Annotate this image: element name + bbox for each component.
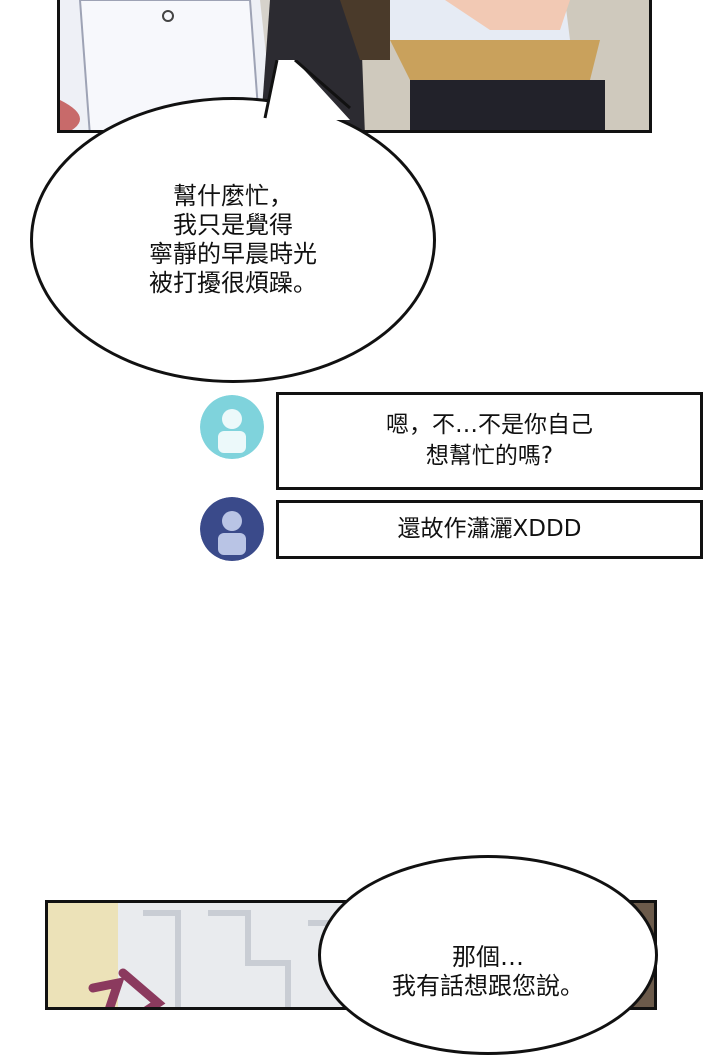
bubble-line: 那個… xyxy=(452,943,524,971)
speech-bubble-main: 幫什麼忙， 我只是覺得 寧靜的早晨時光 被打擾很煩躁。 xyxy=(30,97,436,383)
comment-line: 嗯，不…不是你自己 xyxy=(386,412,593,438)
bubble-line: 寧靜的早晨時光 xyxy=(149,240,317,268)
user-avatar-icon xyxy=(200,395,264,459)
speech-bubble-text: 那個… 我有話想跟您說。 xyxy=(392,943,584,1001)
comment-box: 還故作瀟灑XDDD xyxy=(276,500,703,559)
comment-line: 想幫忙的嗎? xyxy=(425,443,554,469)
comment-text: 還故作瀟灑XDDD xyxy=(398,514,582,545)
comment-line: 還故作瀟灑XDDD xyxy=(397,516,582,542)
speech-bubble-tail xyxy=(263,60,351,120)
bubble-line: 幫什麼忙， xyxy=(173,182,293,210)
bubble-line: 被打擾很煩躁。 xyxy=(149,269,317,297)
speech-bubble-text: 幫什麼忙， 我只是覺得 寧靜的早晨時光 被打擾很煩躁。 xyxy=(149,182,317,298)
speech-bubble-bottom: 那個… 我有話想跟您說。 xyxy=(318,855,658,1055)
comment-text: 嗯，不…不是你自己 想幫忙的嗎? xyxy=(386,410,593,472)
comment-avatar xyxy=(200,497,264,561)
bubble-line: 我只是覺得 xyxy=(173,211,293,239)
user-avatar-icon xyxy=(200,497,264,561)
comment-avatar xyxy=(200,395,264,459)
comment-box: 嗯，不…不是你自己 想幫忙的嗎? xyxy=(276,392,703,490)
bubble-line: 我有話想跟您說。 xyxy=(392,972,584,1000)
